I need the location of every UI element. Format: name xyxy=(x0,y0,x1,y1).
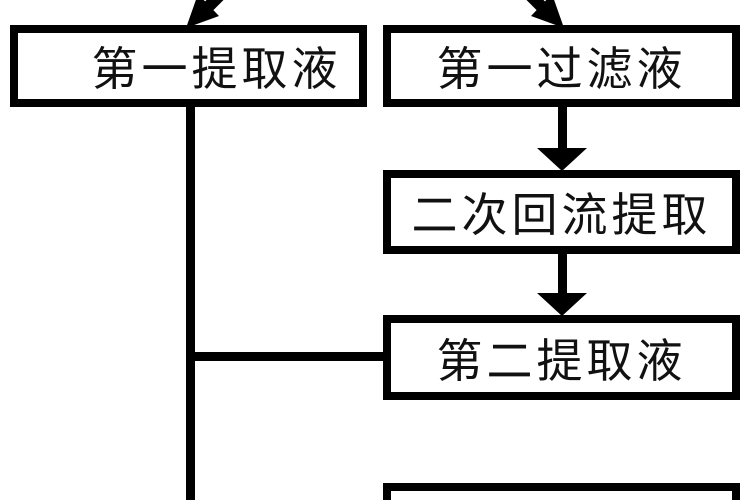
arrow-filtrate-to-reflux-head-icon xyxy=(537,148,587,171)
arrow-reflux-to-second-extract-head-icon xyxy=(537,293,587,316)
flow-box-label-first-extraction-liquid: 第一提取液 xyxy=(91,44,342,95)
flow-box-first-extraction-liquid: 第一提取液 xyxy=(10,25,367,107)
incoming-arrow-left xyxy=(186,0,224,28)
connector-trunk-vertical-line xyxy=(186,103,195,500)
incoming-arrow-right xyxy=(526,0,564,28)
flow-box-bottom-partial xyxy=(383,483,740,500)
flow-box-first-filtrate: 第一过滤液 xyxy=(383,25,740,107)
flow-box-second-reflux-extraction: 二次回流提取 xyxy=(383,170,740,254)
flow-box-label-second-extraction-liquid: 第二提取液 xyxy=(436,335,687,387)
flow-box-label-first-filtrate: 第一过滤液 xyxy=(436,44,687,95)
flow-box-second-extraction-liquid: 第二提取液 xyxy=(383,315,740,400)
connector-branch-horizontal-line xyxy=(186,352,387,361)
arrow-filtrate-to-reflux-shaft xyxy=(558,103,567,150)
arrow-reflux-to-second-extract-shaft xyxy=(558,248,567,295)
flow-box-label-second-reflux-extraction: 二次回流提取 xyxy=(411,190,712,241)
